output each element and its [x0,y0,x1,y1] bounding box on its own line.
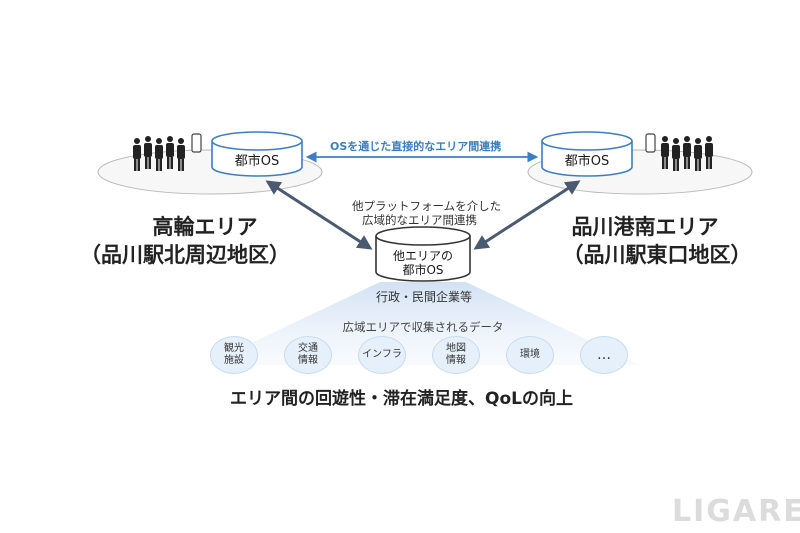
right-os-label: 都市OS [564,154,610,169]
right-people-icon [661,136,713,171]
data-item-infrastructure: インフラ [358,336,406,374]
left-phone-icon [191,133,202,153]
right-center-arrow [473,180,581,250]
left-people-icon [133,136,185,171]
direct-link-label: OSを通じた直接的なエリア間連携 [330,140,502,153]
platform-link-label-line1: 他プラットフォームを介した [352,199,502,213]
data-item-tourism: 観光施設 [210,336,258,374]
left-center-arrow [265,180,373,250]
platform-link-label-line2: 広域的なエリア間連携 [362,213,477,227]
center-os-caption: 行政・民間企業等 [376,290,473,304]
left-os-label: 都市OS [234,154,280,169]
left-area-name-line1: 高輪エリア [152,215,258,239]
data-item-traffic: 交通情報 [284,336,332,374]
center-os-label-line2: 都市OS [402,263,444,277]
right-area-name-line2: （品川駅東口地区） [562,243,752,267]
bottom-benefit-text: エリア間の回遊性・滞在満足度、QoLの向上 [230,389,573,409]
left-area-name-line2: （品川駅北周辺地区） [80,243,290,267]
data-item-map: 地図情報 [432,336,480,374]
ligare-logo: LIGARE [672,494,800,529]
data-section-title: 広域エリアで収集されるデータ [342,320,504,334]
right-area-name-line1: 品川港南エリア [571,215,719,239]
data-item-environment: 環境 [506,336,554,374]
right-phone-icon [645,133,656,153]
left-os-cylinder [211,131,303,177]
right-os-cylinder [541,131,633,177]
center-os-cylinder [375,226,471,282]
data-item-more: … [580,336,628,374]
center-os-label-line1: 他エリアの [392,249,453,263]
